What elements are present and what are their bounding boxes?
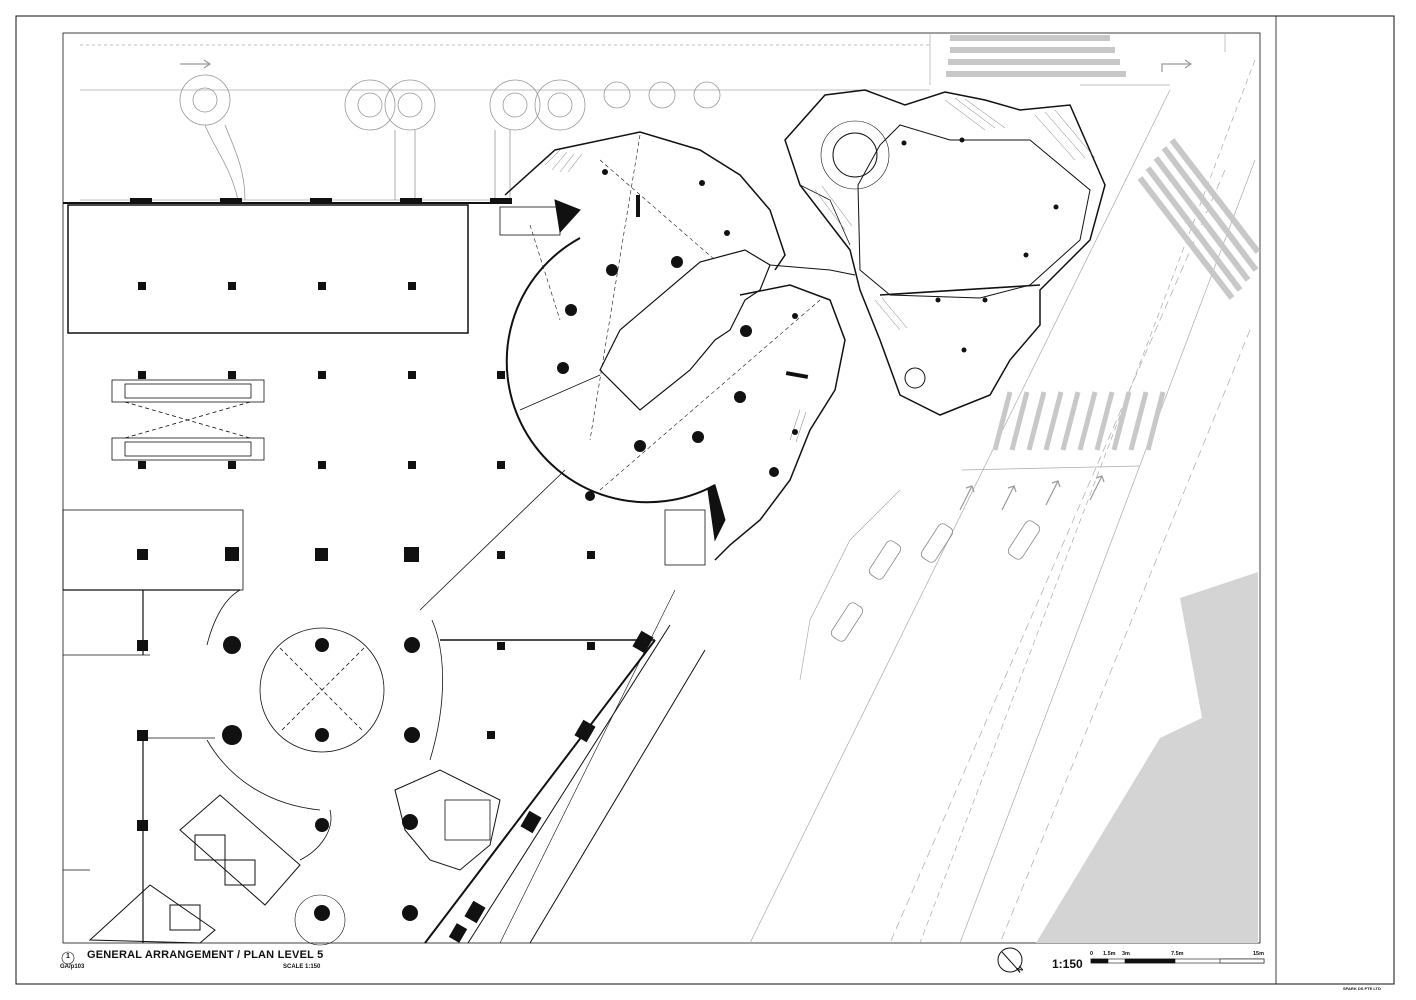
facade-hatching <box>544 97 1096 443</box>
zebra-crossing-top <box>946 35 1126 77</box>
scale-note: SCALE 1:150 <box>283 964 321 970</box>
traffic-arrows <box>180 59 1193 511</box>
faceted-pods <box>769 89 1106 416</box>
atrium <box>259 627 385 753</box>
north-block <box>67 204 469 334</box>
scale-bar <box>1090 958 1265 964</box>
drawing-frame <box>62 32 1261 944</box>
scale-tick-label: 15m <box>1253 951 1265 957</box>
escalators <box>111 206 706 841</box>
plan-drawing <box>62 33 1261 946</box>
sheet-border <box>15 15 1395 985</box>
cars <box>830 520 1041 642</box>
scale-tick-label: 7.5m <box>1171 951 1184 957</box>
building-walls <box>62 202 706 944</box>
stair-cores <box>88 769 501 946</box>
title-tag-graphic <box>61 951 75 965</box>
landscape-area <box>1036 572 1258 943</box>
sheet-reference: GA/p103 <box>60 964 85 970</box>
firm-name: SPARK DS PTE LTD <box>1343 986 1381 991</box>
zebra-crossing-right <box>1137 138 1261 300</box>
scale-tick-label: 0 <box>1090 951 1094 957</box>
circular-pavilion <box>504 131 846 561</box>
north-arrow-icon <box>997 947 1023 973</box>
column-grid <box>130 198 654 943</box>
scale-ratio: 1:150 <box>1052 957 1083 971</box>
drawing-title: GENERAL ARRANGEMENT / PLAN LEVEL 5 <box>87 949 324 961</box>
road-lines <box>80 33 1256 944</box>
scale-tick-label: 1.5m <box>1103 951 1116 957</box>
round-columns <box>222 137 1059 921</box>
scale-tick-label: 3m <box>1122 951 1130 957</box>
detail-number: 1 <box>66 953 70 960</box>
trees <box>179 74 721 201</box>
zebra-crossing-lower <box>992 391 1166 451</box>
